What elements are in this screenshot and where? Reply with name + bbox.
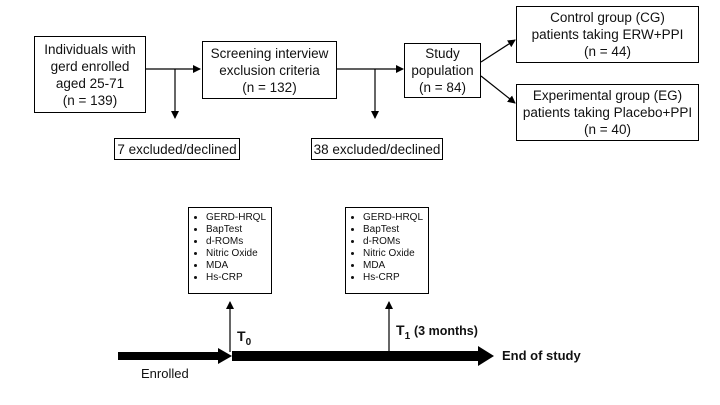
enrolled-label: Enrolled (141, 366, 189, 381)
list-item: BapTest (206, 224, 265, 236)
t0-label: T0 (237, 328, 252, 348)
list-item: BapTest (363, 224, 422, 236)
tests-list-t0: GERD-HRQL BapTest d-ROMs Nitric Oxide MD… (195, 212, 266, 284)
list-item: GERD-HRQL (363, 212, 423, 224)
list-item: Nitric Oxide (363, 248, 422, 260)
list-item: Hs-CRP (363, 272, 422, 284)
excluded-box-2: 38 excluded/declined (311, 138, 443, 160)
list-item: d-ROMs (363, 236, 422, 248)
end-of-study-label: End of study (502, 348, 581, 363)
enrolled-box: Individuals with gerd enrolled aged 25-7… (34, 36, 146, 113)
list-item: d-ROMs (206, 236, 265, 248)
list-item: Nitric Oxide (206, 248, 265, 260)
timeline-arrow-enrolled (118, 348, 232, 364)
tests-list-t1: GERD-HRQL BapTest d-ROMs Nitric Oxide MD… (352, 212, 423, 284)
arrow-study-to-experimental (480, 75, 516, 104)
list-item: MDA (206, 260, 265, 272)
tests-box-t0: GERD-HRQL BapTest d-ROMs Nitric Oxide MD… (188, 207, 272, 294)
control-group-box: Control group (CG) patients taking ERW+P… (516, 6, 699, 63)
t1-label: T1 (3 months) (396, 322, 478, 342)
excluded-box-1: 7 excluded/declined (114, 138, 240, 160)
list-item: MDA (363, 260, 422, 272)
experimental-group-box: Experimental group (EG) patients taking … (516, 84, 699, 141)
timeline-arrow-main (232, 346, 494, 366)
tests-box-t1: GERD-HRQL BapTest d-ROMs Nitric Oxide MD… (345, 207, 429, 294)
screening-box: Screening interview exclusion criteria (… (202, 41, 337, 99)
list-item: Hs-CRP (206, 272, 265, 284)
list-item: GERD-HRQL (206, 212, 266, 224)
arrow-study-to-control (480, 39, 516, 63)
study-population-box: Study population (n = 84) (404, 43, 481, 98)
